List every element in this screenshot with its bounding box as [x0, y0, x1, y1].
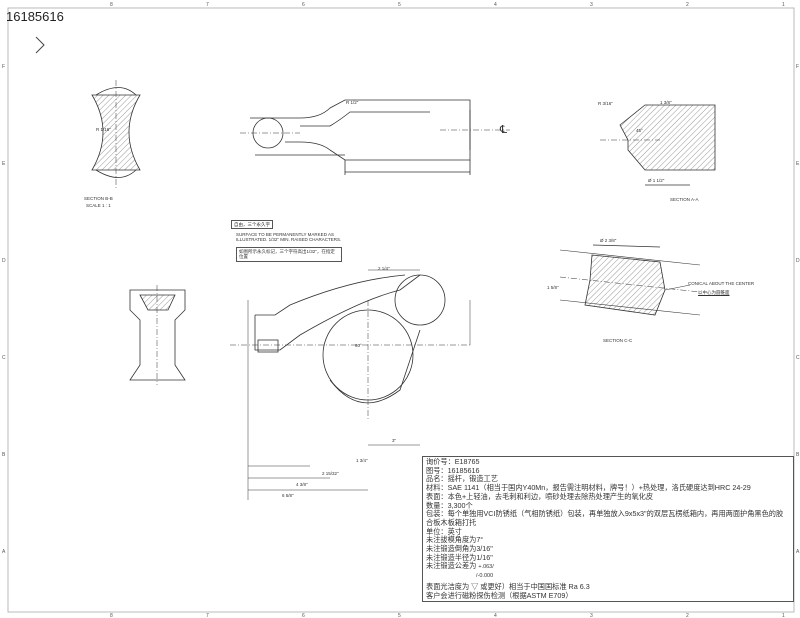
notes-block: 询价号：E18765 图号：16185616 品名：摇杆，锻造工艺 材料：SAE… [422, 456, 794, 603]
note-line: 品名：摇杆，锻造工艺 [426, 474, 498, 484]
note-line: 未注拔模角度为7° [426, 535, 484, 545]
border-row-label: A [796, 549, 800, 555]
border-column-label: 6 [302, 613, 305, 618]
drawing-number: 16185616 [6, 9, 64, 24]
border-column-label: 4 [494, 2, 497, 8]
chevron-right-icon [35, 36, 45, 54]
note-line: 材料：SAE 1141（相当于国内Y40Mn，报告需注明材料，牌号！）+热处理，… [426, 483, 751, 493]
border-column-label: 2 [686, 613, 689, 618]
border-row-label: D [796, 258, 800, 264]
border-column-label: 5 [398, 2, 401, 8]
border-column-label: 7 [206, 613, 209, 618]
note-line: 询价号：E18765 [426, 457, 480, 466]
centerline-symbol: ℄ [499, 124, 507, 136]
dim-label: 1 3/4" [356, 458, 368, 463]
border-row-label: B [2, 452, 6, 458]
dim-label: R 1/16" [96, 127, 111, 132]
dim-label: 1 5/8" [547, 285, 559, 290]
tolerance-minus: /-0.000 [476, 573, 494, 580]
border-column-label: 4 [494, 613, 497, 618]
border-column-label: 8 [110, 2, 113, 8]
dim-label: Ø 2 3/8" [600, 238, 617, 243]
border-column-label: 1 [782, 613, 785, 618]
note-line: 图号：16185616 [426, 465, 480, 475]
border-column-label: 5 [398, 613, 401, 618]
border-row-label: A [2, 549, 6, 555]
border-column-label: 3 [590, 2, 593, 8]
border-row-label: C [2, 355, 6, 361]
border-row-label: E [796, 161, 800, 167]
section-a-view [600, 104, 716, 186]
border-row-label: F [2, 64, 5, 70]
note-line: 数量：3,300个 [426, 500, 473, 510]
note-line: 未注锻造倒角为3/16" [426, 544, 493, 554]
section-a-label: SECTION A-A [670, 197, 699, 202]
note-line: 未注锻造半径为1/16" [426, 552, 493, 562]
dim-label: 45° [636, 128, 643, 133]
surface-note-cn: 如图所示永久标记，三个字符高出1/32"，在指定位置 [236, 247, 342, 262]
dim-label: 1 3/8" [660, 100, 672, 105]
section-b-label: SECTION B-B [84, 196, 113, 201]
dim-label: Ø 1 1/2" [648, 178, 665, 183]
note-line: 包装：每个单独用VCI防锈纸（气相防锈纸）包装，再单独放入9x5x3"的双层瓦楞… [426, 509, 784, 527]
border-column-label: 6 [302, 2, 305, 8]
dim-label: 2 1/4" [378, 266, 390, 271]
note-line: 单位：英寸 [426, 526, 462, 536]
dim-label: 60° [355, 343, 362, 348]
dim-label: 6 5/8" [282, 493, 294, 498]
inspection-note: 客户会进行磁粉探伤检测（根据ASTM E709） [426, 590, 573, 600]
note-line: 表面：本色+上轻油，去毛刺和利边，喷砂处理去除热处理产生的氧化皮 [426, 491, 654, 501]
surface-note-en: SURFACE TO BE PERMANENTLY MARKED AS ILLU… [236, 232, 342, 243]
dim-label: 2 15/32" [322, 471, 339, 476]
border-row-label: C [796, 355, 800, 361]
border-row-label: E [2, 161, 6, 167]
top-view [240, 99, 510, 175]
dim-label: 4 3/8" [296, 482, 308, 487]
dim-label: 3" [392, 438, 397, 443]
surface-finish-note: 表面光洁度为 ▽ 或更好）相当于中国国标准 Ra 6.3 [426, 581, 590, 591]
surface-note-header: 自由，三个永久字 [231, 220, 273, 230]
border-column-label: 8 [110, 613, 113, 618]
tolerance-plus: +.063/ [478, 564, 494, 571]
side-view [129, 285, 186, 385]
front-view [230, 269, 471, 500]
conical-note: CONICAL ABOUT THE CENTER [688, 281, 755, 286]
section-b-scale: SCALE 1 : 1 [86, 203, 111, 208]
dim-label: R 1/2" [346, 100, 359, 105]
tolerance-label: 未注锻造公差为 [426, 561, 477, 571]
section-b-view [91, 80, 141, 190]
conical-note-cn: 以中心为圆锥面 [698, 290, 730, 295]
section-c-view [559, 244, 701, 316]
section-c-label: SECTION C-C [603, 338, 633, 343]
note-line: 未注锻造公差为 +.063/ [426, 562, 790, 572]
border-row-label: B [796, 452, 800, 458]
border-column-label: 1 [782, 2, 785, 8]
border-row-label: F [796, 64, 799, 70]
border-column-label: 3 [590, 613, 593, 618]
border-column-label: 7 [206, 2, 209, 8]
border-row-label: D [2, 258, 6, 264]
border-column-label: 2 [686, 2, 689, 8]
dim-label: R 3/16" [598, 101, 613, 106]
